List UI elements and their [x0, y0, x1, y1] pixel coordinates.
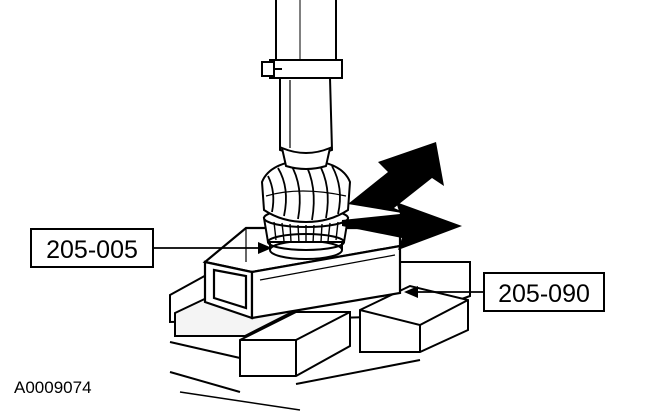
upper-force-arrow: [348, 142, 444, 214]
callout-box: [483, 272, 605, 312]
force-arrows: [342, 142, 462, 250]
callout-205-005: 205-005: [30, 228, 272, 268]
lower-force-arrow: [342, 202, 462, 250]
callout-box: [30, 228, 154, 268]
leader-arrowhead: [258, 242, 272, 254]
figure-id: A0009074: [14, 378, 92, 397]
leader-arrowhead: [404, 286, 418, 298]
bearing-splitter-205-090: [202, 226, 402, 320]
callout-label: 205-090: [498, 280, 590, 308]
callout-205-090: 205-090: [404, 272, 605, 312]
press-ram: [261, 0, 343, 170]
pinion-gear: [260, 158, 352, 224]
callout-label: 205-005: [46, 236, 138, 264]
